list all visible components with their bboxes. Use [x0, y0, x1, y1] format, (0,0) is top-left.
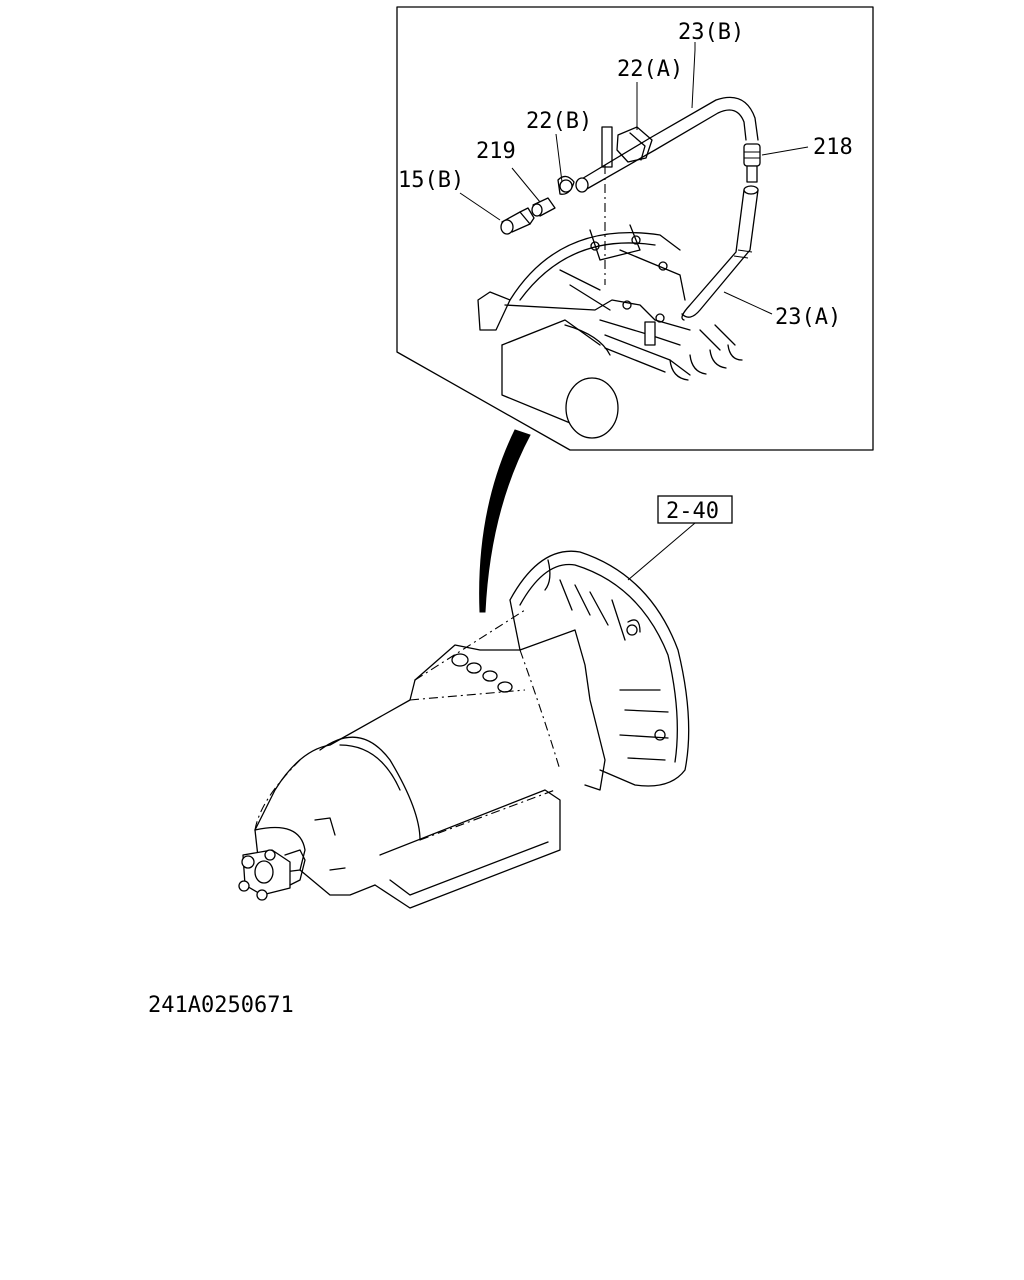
callout-box-2-40: 2-40 [657, 495, 733, 524]
callout-2-40: 2-40 [666, 499, 719, 524]
inset-frame [396, 6, 874, 451]
transmission-assembly [238, 550, 690, 909]
case-body [414, 644, 521, 681]
detail-inset [396, 6, 874, 451]
collar-219 [531, 197, 556, 217]
detail-pointer [479, 429, 531, 613]
callout-22a: 22(A) [617, 57, 683, 82]
bell-housing [509, 550, 690, 787]
plug-15b [500, 207, 535, 235]
callout-23a: 23(A) [775, 305, 841, 330]
pipe-23b [575, 96, 759, 193]
callout-22b: 22(B) [526, 109, 592, 134]
callout-218: 218 [813, 135, 853, 160]
starter-motor [501, 319, 619, 439]
drawing-code: 241A0250671 [148, 993, 294, 1018]
clamp-22a [601, 126, 653, 168]
callout-15b: 15(B) [398, 168, 464, 193]
inset-housing [477, 224, 743, 381]
connector-218 [743, 143, 761, 183]
output-flange [238, 849, 306, 901]
oil-pan [374, 789, 561, 909]
hose-23a [681, 185, 759, 321]
clip-22b [557, 175, 575, 195]
callout-219: 219 [476, 139, 516, 164]
leader-lines [459, 42, 809, 581]
callout-23b: 23(B) [678, 20, 744, 45]
